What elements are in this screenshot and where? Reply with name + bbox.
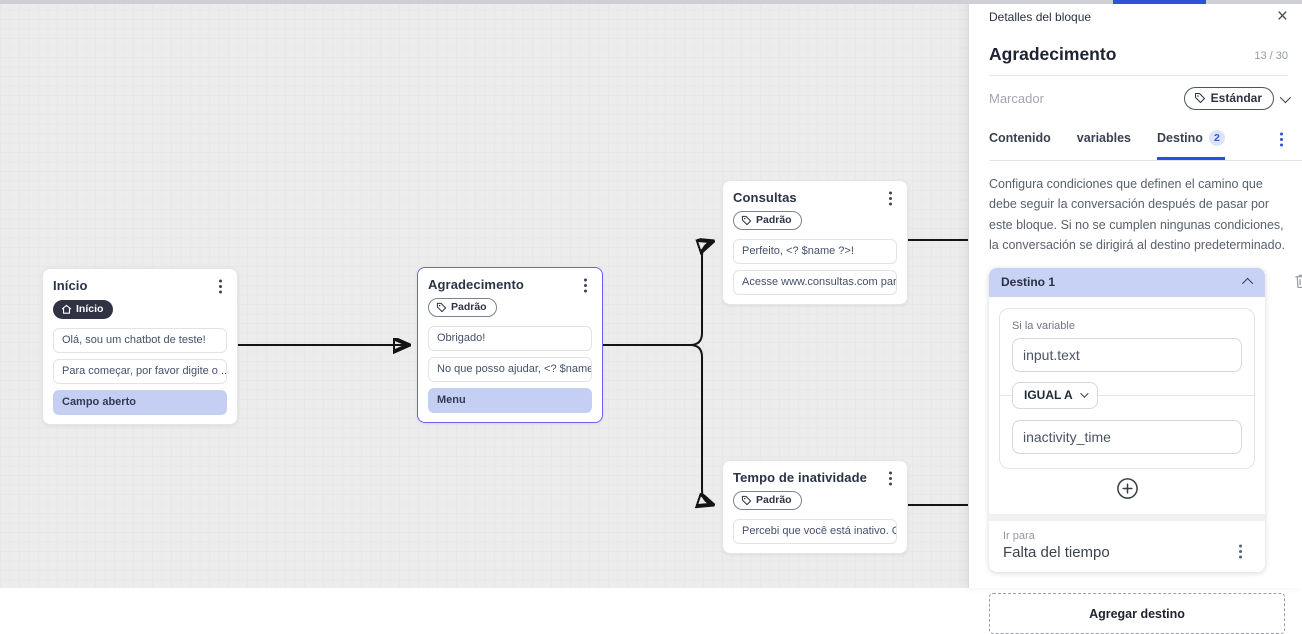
node-title: Início [53, 278, 88, 293]
char-count: 13 / 30 [1254, 50, 1288, 62]
go-to-row[interactable]: Ir para Falta del tiempo [989, 521, 1265, 572]
edge-agradecimento-tempo [603, 344, 711, 504]
destination-1-header[interactable]: Destino 1 [989, 268, 1265, 297]
destination-description: Configura condiciones que definen el cam… [989, 177, 1285, 252]
message-row[interactable]: Perfeito, <? $name ?>! [733, 238, 897, 264]
condition-variable-input[interactable] [1012, 338, 1242, 372]
message-row[interactable]: Percebi que você está inativo. C... [733, 518, 897, 544]
node-title: Tempo de inatividade [733, 470, 867, 485]
block-details-panel: Detalles del bloque × Agradecimento 13 /… [968, 0, 1302, 634]
message-row[interactable]: Obrigado! [428, 325, 592, 351]
open-field-row[interactable]: Campo aberto [53, 389, 227, 415]
edge-agradecimento-consultas [603, 242, 711, 346]
chevron-down-icon[interactable] [1279, 91, 1292, 103]
panel-title: Detalles del bloque [989, 10, 1092, 24]
node-menu-icon[interactable] [883, 470, 897, 486]
marker-badge: Padrão [733, 491, 802, 510]
message-row[interactable]: Para começar, por favor digite o ... [53, 358, 227, 384]
tag-icon [741, 215, 752, 225]
close-icon[interactable]: × [1276, 6, 1288, 27]
destination-count-badge: 2 [1208, 130, 1225, 146]
condition-value-input[interactable] [1012, 420, 1242, 454]
operator-select[interactable]: IGUAL A [1012, 382, 1098, 409]
marker-select[interactable]: Estándar [1183, 87, 1274, 110]
add-condition-button[interactable] [1116, 477, 1139, 505]
flow-node-inicio[interactable]: Início Início Olá, sou um chatbot de tes… [42, 268, 238, 425]
tab-contenido[interactable]: Contenido [989, 131, 1051, 145]
node-menu-icon[interactable] [578, 277, 592, 293]
message-row[interactable]: Olá, sou um chatbot de teste! [53, 327, 227, 353]
marker-label: Marcador [989, 91, 1044, 106]
go-to-value: Falta del tiempo [1003, 544, 1110, 561]
tabs-overflow-menu-icon[interactable] [1274, 131, 1288, 147]
flow-node-agradecimento[interactable]: Agradecimento Padrão Obrigado! No que po… [417, 267, 603, 423]
node-menu-icon[interactable] [213, 278, 227, 294]
flow-node-tempo-inatividade[interactable]: Tempo de inatividade Padrão Percebi que … [722, 460, 908, 554]
trash-icon [1295, 274, 1302, 289]
home-icon [61, 304, 72, 314]
destination-1-card: Destino 1 Si la variable IGUAL A [989, 268, 1265, 572]
tag-icon [1194, 93, 1205, 103]
chevron-down-icon [1079, 389, 1089, 398]
top-scroll-strip [0, 0, 1302, 4]
node-title: Consultas [733, 190, 797, 205]
add-destination-button[interactable]: Agregar destino [989, 593, 1285, 634]
chevron-up-icon[interactable] [1241, 277, 1254, 290]
tab-variables[interactable]: variables [1076, 131, 1132, 145]
go-to-menu-icon[interactable] [1233, 543, 1247, 559]
flow-edges [238, 0, 968, 588]
node-menu-icon[interactable] [883, 190, 897, 206]
plus-circle-icon [1116, 478, 1138, 499]
condition-label: Si la variable [1012, 320, 1075, 332]
marker-badge: Padrão [733, 211, 802, 230]
condition-card: Si la variable IGUAL A [999, 308, 1255, 469]
tag-icon [741, 495, 752, 505]
panel-tabs: Contenido variables Destino 2 [989, 124, 1302, 161]
go-to-label: Ir para [1003, 530, 1035, 542]
flow-node-consultas[interactable]: Consultas Padrão Perfeito, <? $name ?>! … [722, 180, 908, 305]
block-name-field[interactable]: Agradecimento [989, 44, 1117, 64]
tab-destino[interactable]: Destino 2 [1157, 124, 1225, 160]
start-badge: Início [53, 300, 114, 319]
tag-icon [436, 302, 447, 312]
message-row[interactable]: Acesse www.consultas.com par... [733, 269, 897, 295]
top-strip-accent [1113, 0, 1206, 4]
menu-row[interactable]: Menu [428, 387, 592, 413]
message-row[interactable]: No que posso ajudar, <? $name ... [428, 356, 592, 382]
node-title: Agradecimento [428, 277, 524, 292]
marker-badge: Padrão [428, 298, 497, 317]
delete-destination-button[interactable] [1293, 272, 1302, 295]
